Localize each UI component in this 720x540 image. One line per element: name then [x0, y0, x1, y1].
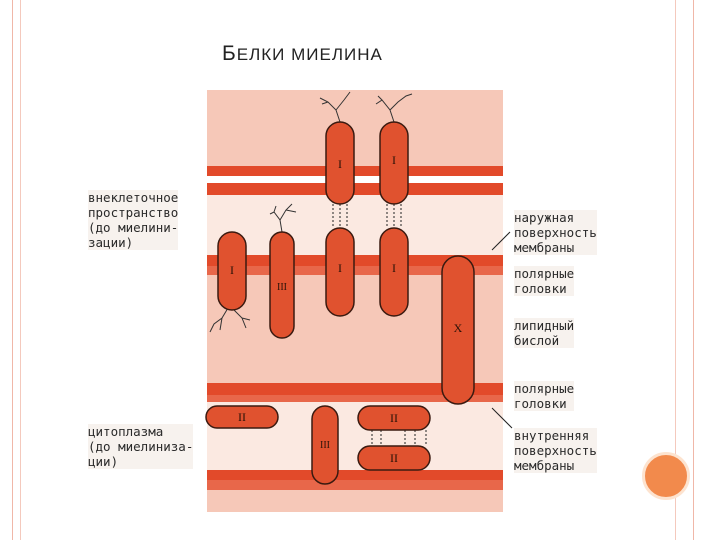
- polar-band-2: [207, 183, 503, 195]
- protein-label-I-mid-right: I: [392, 261, 396, 275]
- label-extracellular-space: внеклеточное пространство (до миелини- з…: [88, 190, 178, 250]
- extracellular-gap: [207, 195, 503, 255]
- protein-label-II-left: II: [238, 410, 246, 424]
- protein-label-I-top-left: I: [338, 157, 342, 171]
- protein-label-III-lower: III: [320, 440, 330, 451]
- label-cytoplasm: цитоплазма (до миелиниза- ции): [88, 424, 193, 469]
- protein-label-III-upper: III: [277, 282, 287, 293]
- polar-band-1: [207, 166, 503, 176]
- protein-label-II-right-bottom: II: [390, 451, 398, 465]
- label-polar-heads-bottom: полярные головки: [514, 381, 574, 411]
- protein-label-I-mid-left: I: [338, 261, 342, 275]
- label-polar-heads-top: полярные головки: [514, 266, 574, 296]
- membrane-layer-bottom: [207, 490, 503, 512]
- label-inner-surface: внутренняя поверхность мембраны: [514, 428, 597, 473]
- label-lipid-bilayer: липидный бислой: [514, 318, 574, 348]
- decorative-circle: [642, 452, 690, 500]
- polar-band-8: [207, 480, 503, 490]
- membrane-layer-top: [207, 90, 503, 166]
- polar-band-7: [207, 470, 503, 480]
- label-outer-surface: наружная поверхность мембраны: [514, 210, 597, 255]
- protein-label-I-far-left: I: [230, 263, 234, 277]
- protein-label-II-right-top: II: [390, 411, 398, 425]
- protein-label-I-top-right: I: [392, 153, 396, 167]
- protein-label-X: X: [454, 321, 463, 335]
